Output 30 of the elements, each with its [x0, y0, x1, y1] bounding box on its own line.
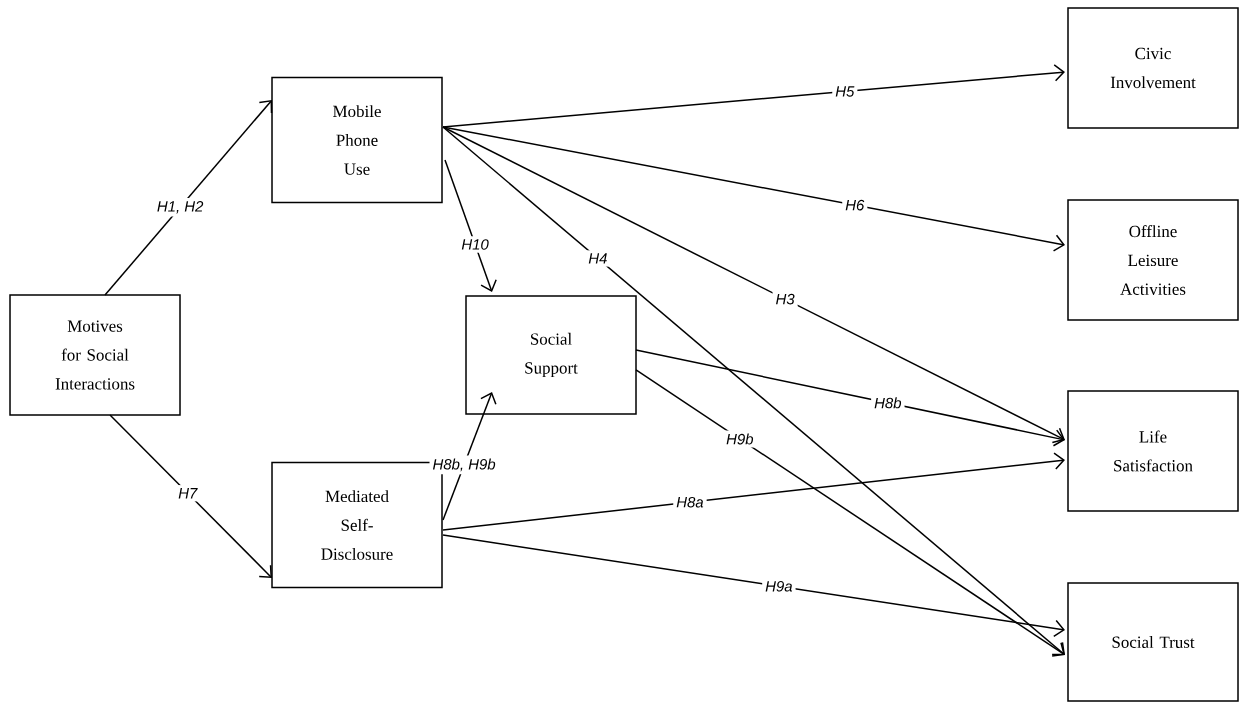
edge-label: H7 — [175, 485, 201, 502]
edge-label: H8b — [871, 394, 905, 412]
arrow — [442, 126, 1065, 444]
edge-label: H10 — [458, 236, 492, 253]
edge-label: H9b — [723, 430, 757, 448]
edge-label: H5 — [832, 83, 858, 100]
edge-label: H4 — [585, 250, 611, 267]
edge-label: H8b, H9b — [429, 455, 499, 475]
edge-label: H1, H2 — [153, 198, 207, 217]
concept-box: Mobile Phone Use — [271, 76, 443, 204]
arrow — [442, 64, 1065, 128]
edge-label: H3 — [772, 290, 798, 308]
arrow — [635, 349, 1065, 447]
arrow — [444, 159, 497, 292]
arrow — [635, 369, 1065, 657]
edge-label: H9a — [762, 578, 796, 595]
arrow — [104, 100, 273, 296]
concept-box: Social Support — [465, 295, 637, 415]
arrow — [442, 126, 1065, 656]
edge-label: H8a — [673, 493, 707, 511]
arrow — [442, 534, 1065, 638]
concept-box: Motives for Social Interactions — [9, 294, 181, 416]
concept-box: Civic Involvement — [1067, 7, 1239, 129]
arrow — [109, 414, 272, 578]
arrow — [442, 452, 1065, 531]
concept-box: Social Trust — [1067, 582, 1239, 702]
concept-box: Life Satisfaction — [1067, 390, 1239, 512]
edge-label: H6 — [842, 196, 868, 214]
concept-box: Offline Leisure Activities — [1067, 199, 1239, 321]
arrow — [442, 392, 497, 521]
